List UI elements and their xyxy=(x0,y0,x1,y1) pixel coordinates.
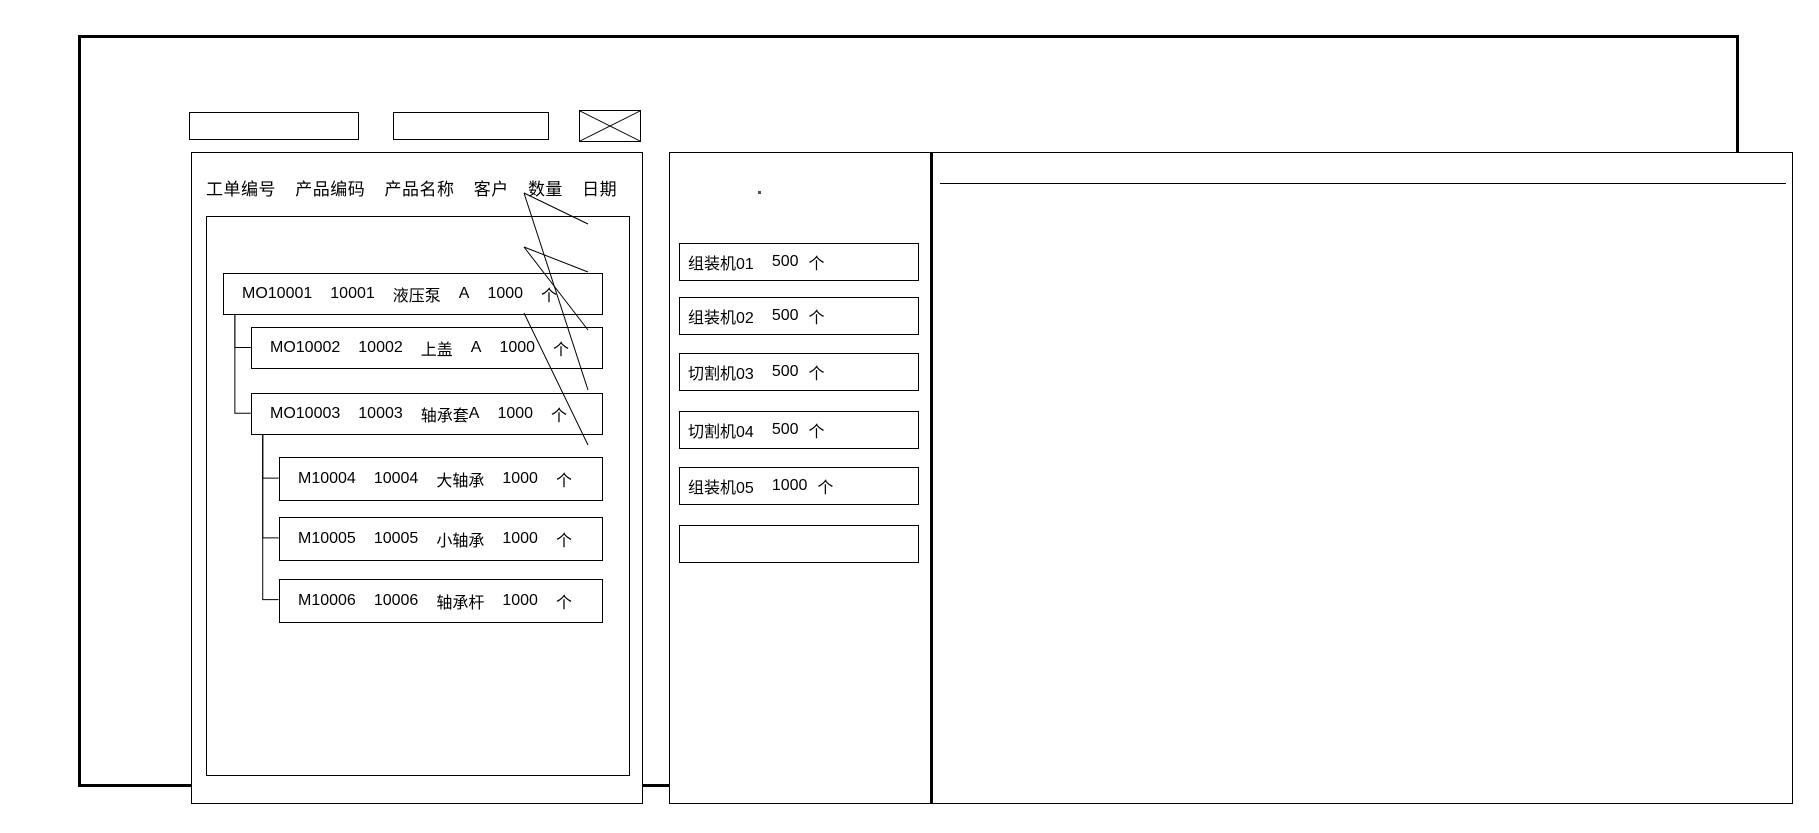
machine-name: 组装机01 xyxy=(688,256,754,273)
cross-lines-icon xyxy=(580,111,640,141)
machine-unit: 个 xyxy=(808,424,825,441)
machine-qty: 500 xyxy=(771,421,799,438)
list-item[interactable]: 组装机01 500 个 xyxy=(679,243,919,281)
cell-unit: 个 xyxy=(551,408,568,425)
cell-order-no: M10004 xyxy=(298,470,356,487)
cell-product-code: 10005 xyxy=(373,530,419,547)
cell-order-no: MO10001 xyxy=(242,285,313,302)
machine-qty: 500 xyxy=(771,307,799,324)
cell-order-no: M10005 xyxy=(298,530,356,547)
cell-product-code: 10001 xyxy=(330,285,375,302)
cell-unit: 个 xyxy=(541,288,558,305)
table-row[interactable]: M10004 10004 大轴承 1000 个 xyxy=(279,457,603,501)
work-order-tree: MO10001 10001 液压泵 A 1000 个 MO10002 10002… xyxy=(206,216,630,776)
panel-marker-dot xyxy=(758,191,761,194)
cell-product-code: 10004 xyxy=(373,470,419,487)
detail-panel-divider xyxy=(940,183,1786,184)
column-header-customer: 客户 xyxy=(473,180,509,199)
cell-qty: 1000 xyxy=(502,470,538,487)
table-row[interactable]: MO10001 10001 液压泵 A 1000 个 xyxy=(223,273,603,315)
column-header-order-no: 工单编号 xyxy=(206,180,276,199)
cell-product-name: 轴承杆 xyxy=(436,595,485,612)
machine-unit: 个 xyxy=(808,310,825,327)
toolbar-field-1[interactable] xyxy=(189,112,359,140)
cell-qty: 1000 xyxy=(487,285,524,302)
table-row[interactable]: M10006 10006 轴承杆 1000 个 xyxy=(279,579,603,623)
cell-unit: 个 xyxy=(553,342,570,359)
cell-unit: 个 xyxy=(555,595,572,612)
machine-unit: 个 xyxy=(808,256,825,273)
column-header-product-code: 产品编码 xyxy=(295,180,366,199)
detail-panel-body[interactable] xyxy=(933,184,1792,804)
list-item[interactable]: 组装机02 500 个 xyxy=(679,297,919,335)
cell-order-no: MO10002 xyxy=(270,339,341,356)
list-item[interactable]: 切割机04 500 个 xyxy=(679,411,919,449)
machine-qty: 500 xyxy=(771,253,799,270)
work-order-column-headers: 工单编号 产品编码 产品名称 客户 数量 日期 xyxy=(206,175,617,200)
cell-qty: 1000 xyxy=(499,339,536,356)
list-item[interactable]: 组装机05 1000 个 xyxy=(679,467,919,505)
machine-name: 切割机04 xyxy=(688,424,754,441)
machine-qty: 1000 xyxy=(771,477,808,494)
column-header-qty: 数量 xyxy=(527,180,563,199)
machine-name: 切割机03 xyxy=(688,366,754,383)
cell-unit: 个 xyxy=(555,533,572,550)
cell-product-name: 上盖 xyxy=(420,342,453,359)
list-item-empty[interactable] xyxy=(679,525,919,563)
window-frame: 工单编号 产品编码 产品名称 客户 数量 日期 xyxy=(78,35,1793,804)
machine-qty: 500 xyxy=(771,363,799,380)
cell-product-name: 轴承套 xyxy=(420,408,469,425)
cell-qty: 1000 xyxy=(497,405,534,422)
table-row[interactable]: MO10003 10003 轴承套 A 1000 个 xyxy=(251,393,603,435)
cell-order-no: MO10003 xyxy=(270,405,341,422)
table-row[interactable]: MO10002 10002 上盖 A 1000 个 xyxy=(251,327,603,369)
machine-unit: 个 xyxy=(808,366,825,383)
machine-name: 组装机02 xyxy=(688,310,754,327)
cell-product-code: 10003 xyxy=(358,405,403,422)
cell-unit: 个 xyxy=(555,473,572,490)
detail-panel xyxy=(931,152,1793,804)
list-item[interactable]: 切割机03 500 个 xyxy=(679,353,919,391)
cell-qty: 1000 xyxy=(502,592,538,609)
cell-order-no: M10006 xyxy=(298,592,356,609)
machine-unit: 个 xyxy=(817,480,834,497)
table-row[interactable]: M10005 10005 小轴承 1000 个 xyxy=(279,517,603,561)
cell-product-name: 小轴承 xyxy=(436,533,485,550)
cell-product-code: 10006 xyxy=(373,592,419,609)
cell-customer: A xyxy=(458,285,470,302)
machine-panel: 组装机01 500 个 组装机02 500 个 切割机03 500 个 切割机0… xyxy=(669,152,931,804)
cell-qty: 1000 xyxy=(502,530,538,547)
work-order-panel: 工单编号 产品编码 产品名称 客户 数量 日期 xyxy=(191,152,643,804)
column-header-date: 日期 xyxy=(582,180,618,199)
cell-customer: A xyxy=(470,339,482,356)
cell-customer: A xyxy=(468,405,480,422)
machine-name: 组装机05 xyxy=(688,480,754,497)
cell-product-name: 液压泵 xyxy=(392,288,441,305)
crossed-box-image-placeholder-icon[interactable] xyxy=(579,110,641,142)
cell-product-name: 大轴承 xyxy=(436,473,485,490)
column-header-product-name: 产品名称 xyxy=(384,180,455,199)
toolbar-field-2[interactable] xyxy=(393,112,549,140)
cell-product-code: 10002 xyxy=(358,339,403,356)
